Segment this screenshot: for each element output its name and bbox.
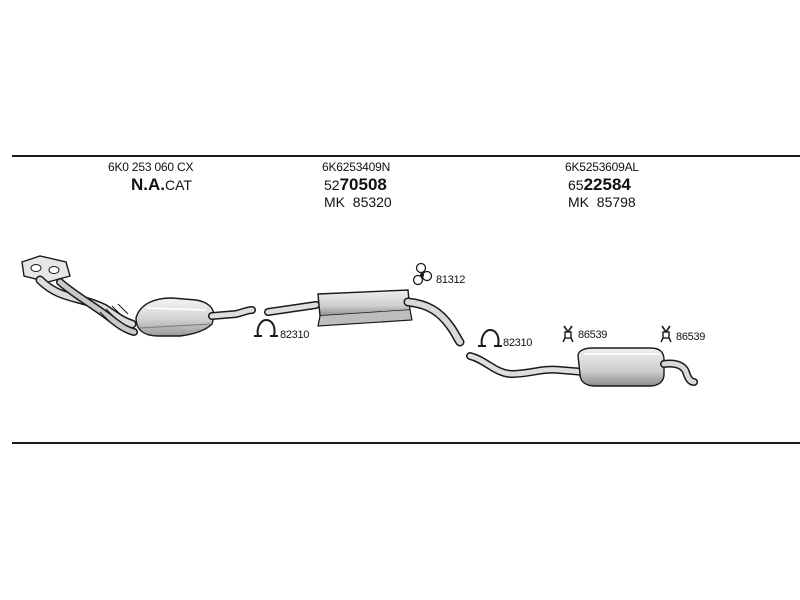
middle-silencer-part-number: 6K6253409N xyxy=(322,160,391,174)
catalyst-name-suffix: CAT xyxy=(165,177,192,193)
middle-silencer-mk-label: MK xyxy=(324,194,345,210)
top-divider-line xyxy=(12,155,800,157)
catalyst-part-number: 6K0 253 060 CX xyxy=(108,160,194,174)
rear-silencer-part-number: 6K5253609AL xyxy=(565,160,639,174)
middle-silencer-code-main: 70508 xyxy=(339,175,387,194)
pipe-clamp-82310-icon xyxy=(254,318,278,337)
bottom-divider-line xyxy=(12,442,800,444)
rear-silencer-code-prefix: 65 xyxy=(568,177,584,193)
rear-silencer xyxy=(466,347,698,387)
hanger-86539-icon-2 xyxy=(660,325,672,343)
rear-silencer-mk-number: 85798 xyxy=(596,194,636,210)
rear-silencer-code: 6522584 xyxy=(568,176,631,194)
rear-silencer-mk: MK 85798 xyxy=(568,195,636,209)
catalyst-name-bold: N.A. xyxy=(131,175,165,194)
catalyst-name: N.A.CAT xyxy=(131,176,192,194)
middle-silencer-code: 5270508 xyxy=(324,176,387,194)
fitting-label-hanger-1: 86539 xyxy=(578,329,608,341)
pipe-clamp-82310-icon-2 xyxy=(478,328,502,347)
middle-silencer-code-prefix: 52 xyxy=(324,177,340,193)
rear-silencer-mk-label: MK xyxy=(568,194,589,210)
middle-silencer xyxy=(264,289,465,347)
fitting-label-hanger-2: 86539 xyxy=(676,331,706,343)
front-pipe-with-catalyst xyxy=(21,255,256,337)
rear-silencer-code-main: 22584 xyxy=(583,175,631,194)
middle-silencer-mk: MK 85320 xyxy=(324,195,392,209)
middle-silencer-mk-number: 85320 xyxy=(352,194,392,210)
hanger-86539-icon xyxy=(562,325,574,343)
fitting-label-81312: 81312 xyxy=(436,274,466,286)
fitting-label-clamp-2: 82310 xyxy=(503,337,533,349)
fitting-label-clamp-1: 82310 xyxy=(280,329,310,341)
rubber-mount-81312-icon xyxy=(412,262,433,286)
